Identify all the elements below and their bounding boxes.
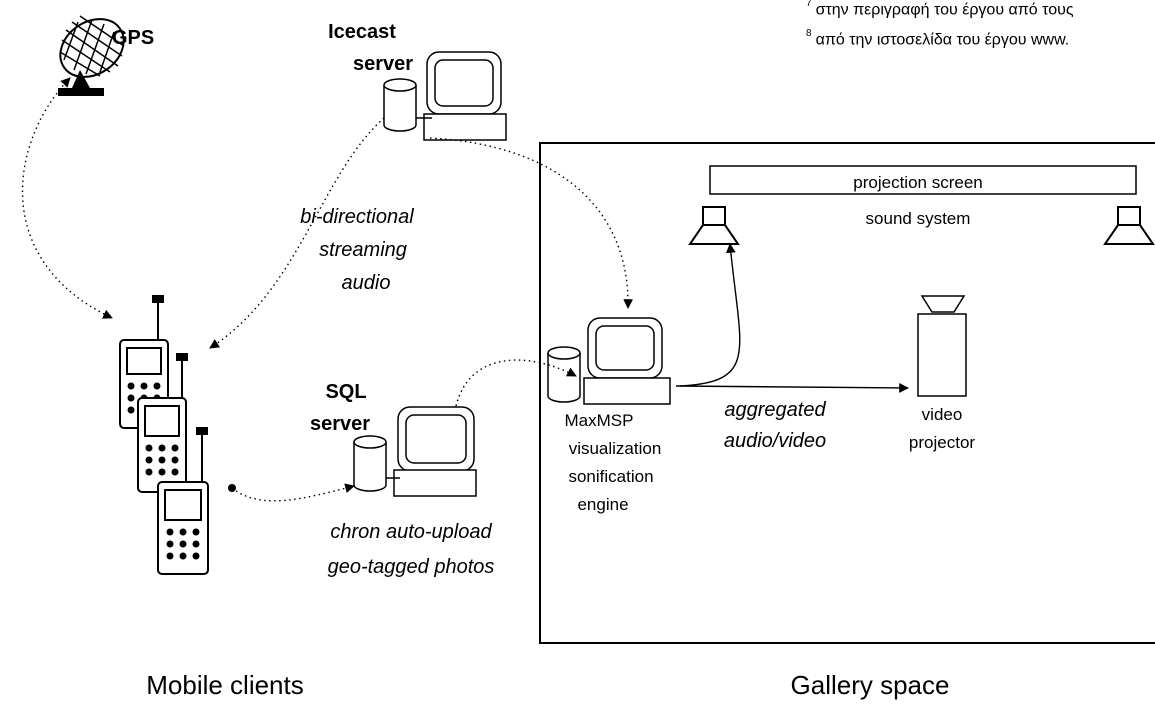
edge-mobile-to-sql xyxy=(231,483,355,502)
aggregated-label-line2: audio/video xyxy=(724,430,826,452)
chron-label-line1: chron auto-upload xyxy=(330,521,492,543)
chron-label-line2: geo-tagged photos xyxy=(328,556,495,578)
video-projector-label-line2: projector xyxy=(909,433,975,452)
maxmsp-label-line4: engine xyxy=(577,495,628,514)
maxmsp-label-line2: visualization xyxy=(569,439,662,458)
footnote-7-mark: 7 xyxy=(806,0,812,9)
icecast-label-line1: Icecast xyxy=(328,21,396,43)
icecast-server-icon xyxy=(383,51,507,141)
video-projector-icon xyxy=(917,295,967,397)
gallery-space-box xyxy=(539,142,1155,644)
sql-label-line1: SQL xyxy=(325,381,366,403)
edge-sql-to-maxmsp xyxy=(455,359,577,407)
gps-label: GPS xyxy=(112,27,154,49)
gps-dish-icon xyxy=(58,15,125,96)
edge-gps-to-mobile xyxy=(21,77,113,319)
aggregated-label-line1: aggregated xyxy=(724,399,826,421)
footnote-8-text: από την ιστοσελίδα του έργου www. xyxy=(815,31,1070,49)
sql-server-icon xyxy=(353,406,477,497)
mobile-phone-icon-3 xyxy=(157,427,209,575)
bidirectional-label-line1: bi-directional xyxy=(300,206,414,228)
mobile-clients-title: Mobile clients xyxy=(146,670,304,700)
edge-icecast-to-mobile xyxy=(209,117,385,349)
maxmsp-computer-icon xyxy=(547,317,671,405)
edge-maxmsp-to-speaker xyxy=(679,243,741,387)
mobile-phone-icon-2 xyxy=(137,353,188,493)
maxmsp-label-line1: MaxMSP xyxy=(565,411,634,430)
footnote-8-mark: 8 xyxy=(806,28,812,39)
sql-label-line2: server xyxy=(310,413,370,435)
edge-maxmsp-to-projector xyxy=(675,383,909,393)
edge-icecast-to-maxmsp xyxy=(429,137,634,309)
video-projector-label-line1: video xyxy=(922,405,963,424)
gallery-space-title: Gallery space xyxy=(791,670,950,700)
speaker-right-icon xyxy=(1103,206,1155,245)
footnote-7-text: στην περιγραφή του έργου από τους xyxy=(815,1,1074,19)
maxmsp-label-line3: sonification xyxy=(568,467,653,486)
projection-screen xyxy=(709,165,1137,195)
bidirectional-label-line2: streaming xyxy=(319,239,407,261)
speaker-left-icon xyxy=(688,206,740,245)
projection-screen-label: projection screen xyxy=(853,173,982,192)
icecast-label-line2: server xyxy=(353,53,413,75)
bidirectional-label-line3: audio xyxy=(342,272,391,294)
mobile-upload-dot xyxy=(228,484,236,492)
sound-system-label: sound system xyxy=(866,209,971,228)
